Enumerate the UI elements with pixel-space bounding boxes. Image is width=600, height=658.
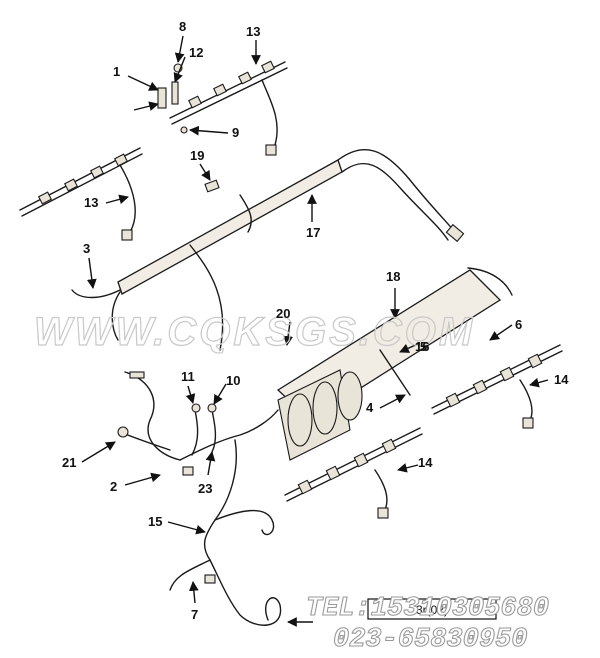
callout-labels: 1 2 3 4 5 6 7 8 9 10 11 12 13 13 14 14 1… [62,19,569,622]
callout-label: 7 [191,607,198,622]
callout-label: 20 [276,306,290,321]
contact-tel: TEL:15310305680 [306,594,549,624]
callout-label: 14 [554,372,569,387]
callout-label: 3 [83,241,90,256]
callout-label: 11 [181,369,195,384]
callout-label: 13 [84,195,98,210]
right-lower-injector-harness [431,344,563,429]
callout-label: 12 [189,45,203,60]
callout-label: 16 [415,339,429,354]
callout-label: 23 [198,481,212,496]
callout-label: 13 [246,24,260,39]
figure-ref-box [367,598,497,620]
callout-label: 10 [226,373,240,388]
center-lower-injector-harness [284,427,423,519]
callout-label: 6 [515,317,522,332]
callout-label: 8 [179,19,186,34]
callout-label: 21 [62,455,76,470]
callout-label: 1 [113,64,120,79]
callout-label: 14 [418,455,433,470]
left-injector-harness [19,147,143,241]
upper-injector-harness [169,60,288,156]
lower-left-harness [117,371,282,626]
callout-label: 15 [148,514,162,529]
callout-label: 2 [110,479,117,494]
callout-label: 17 [306,225,320,240]
figure-ref-label: 3r(02) [416,603,448,617]
cable-tray-rail [71,149,465,351]
contact-phone: 023-65830950 [333,625,527,655]
leader-arrows [81,35,549,627]
callout-label: 4 [366,400,374,415]
callout-label: 5 [420,339,427,354]
watermark-text: WWW.CQKSGS.COM [34,310,475,354]
callout-label: 19 [190,148,204,163]
callout-label: 9 [232,125,239,140]
callout-label: 18 [386,269,400,284]
engine-harness-block [276,267,513,461]
small-fastener-parts [157,63,220,193]
